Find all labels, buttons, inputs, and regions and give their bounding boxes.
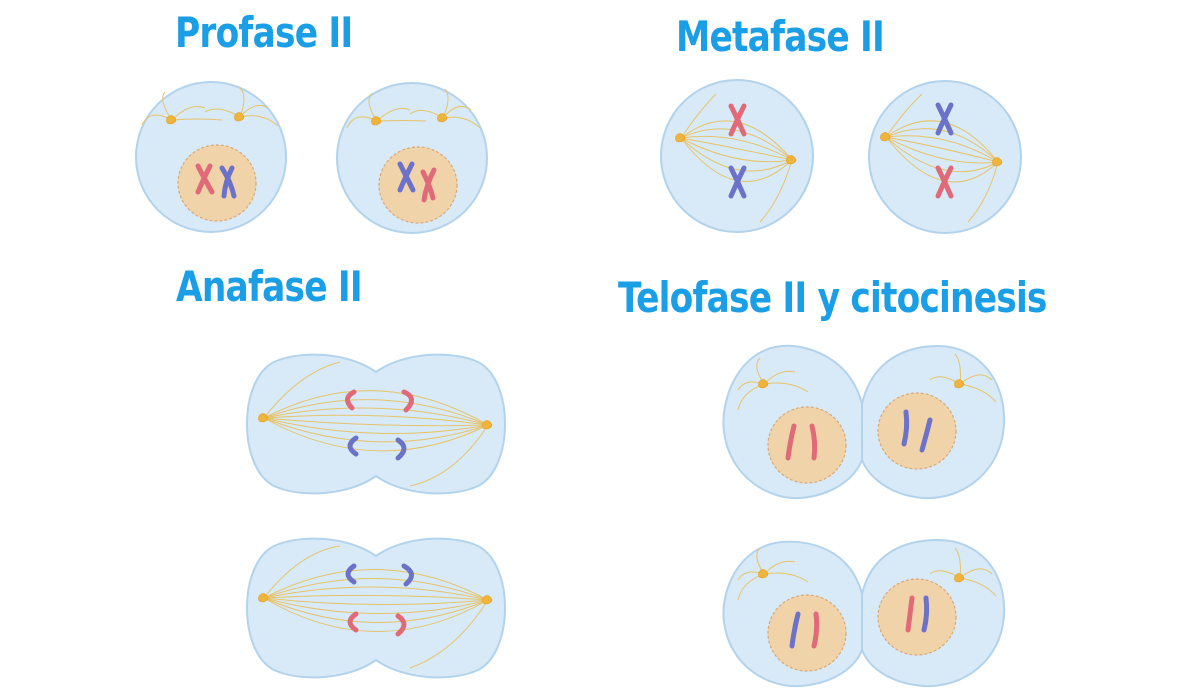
telophase-cell-pair-bottom <box>722 538 1006 688</box>
metaphase-cell-left <box>660 79 814 233</box>
chromosome-blue <box>921 595 930 633</box>
chromatid-blue <box>347 435 359 457</box>
title-profase-ii: Profase II <box>175 8 353 57</box>
chromosome-blue <box>397 161 416 193</box>
chromatid-red <box>401 389 414 413</box>
chromatid-red <box>395 613 407 637</box>
chromatid-red <box>347 611 359 633</box>
chromatid-blue <box>401 563 414 587</box>
title-anafase-ii: Anafase II <box>176 262 363 311</box>
chromatid-red <box>345 389 357 411</box>
chromosome-blue <box>728 165 747 199</box>
chromosome-red <box>785 423 797 461</box>
chromosome-red <box>935 165 954 199</box>
metaphase-cell-right <box>868 80 1022 234</box>
title-metafase-ii: Metafase II <box>676 12 885 61</box>
chromosome-blue <box>935 102 954 136</box>
chromatid-blue <box>395 437 407 461</box>
chromosome-red <box>811 611 820 649</box>
prophase-cell-left <box>135 81 287 233</box>
chromosome-blue <box>789 611 801 649</box>
chromosome-red <box>195 163 215 195</box>
prophase-cell-right <box>336 82 488 234</box>
chromosome-blue <box>919 417 933 453</box>
anaphase-cell-bottom <box>246 537 506 679</box>
title-telofase-ii-y-citocinesis: Telofase II y citocinesis <box>618 273 1047 322</box>
telophase-cell-pair-top <box>722 344 1006 500</box>
chromosome-red <box>905 595 915 633</box>
chromatid-blue <box>345 563 357 585</box>
chromosome-red <box>420 167 437 203</box>
chromosome-red <box>809 423 818 461</box>
chromosome-blue <box>901 409 910 447</box>
chromosome-blue <box>219 165 237 199</box>
chromosome-red <box>728 103 747 137</box>
anaphase-cell-top <box>246 353 506 495</box>
